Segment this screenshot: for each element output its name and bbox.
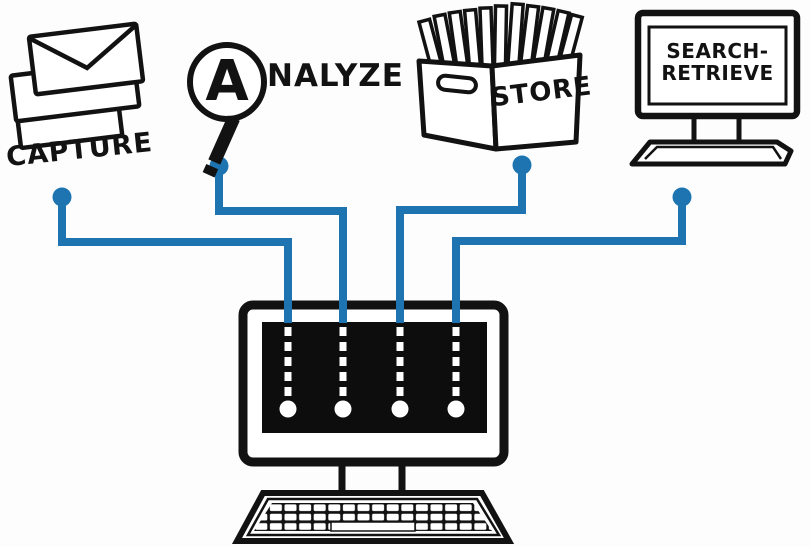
node-search-retrieve: SEARCH- RETRIEVE: [625, 5, 805, 170]
box-handle-slot: [436, 73, 478, 95]
connector-analyze: [215, 166, 347, 323]
file-box-icon: [416, 1, 585, 152]
connector-store: [396, 165, 526, 323]
search-retrieve-line1: SEARCH-: [666, 39, 769, 63]
monitor-screen: [262, 322, 487, 433]
node-capture: CAPTURE: [5, 20, 158, 180]
node-store: STORE: [405, 0, 605, 170]
analyze-label: NALYZE: [267, 58, 404, 94]
node-analyze: A NALYZE: [185, 25, 403, 180]
screen-dashed-lines: [284, 327, 460, 397]
keyboard-spacebar: [330, 521, 416, 532]
connector-capture: [58, 197, 292, 323]
keyboard-keys: [254, 503, 492, 531]
connector-endpoints: [52, 155, 692, 207]
analyze-initial-letter: A: [205, 49, 249, 114]
screen-dots: [279, 400, 465, 418]
search-retrieve-label: SEARCH- RETRIEVE: [649, 40, 786, 84]
keyboard-inner-line: [245, 497, 502, 537]
search-retrieve-line2: RETRIEVE: [661, 61, 774, 85]
desktop-monitor-icon: [629, 9, 801, 167]
envelope-stack-icon: [8, 21, 146, 151]
magnifier-icon: [187, 42, 267, 178]
connector-search-retrieve: [452, 197, 686, 323]
